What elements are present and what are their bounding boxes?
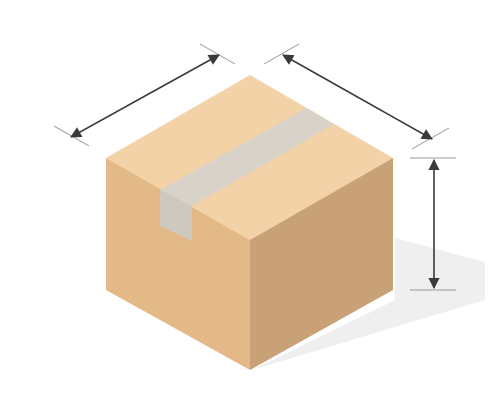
width-extension-line-right [199, 43, 236, 65]
floor-shadow [252, 238, 485, 370]
box-right-face [250, 158, 393, 370]
tape-front-strip [160, 190, 192, 241]
depth-dimension [263, 43, 450, 150]
box-left-face [106, 158, 250, 370]
depth-arrow [282, 54, 433, 140]
depth-extension-line-top [263, 43, 300, 65]
height-dimension [410, 157, 456, 291]
width-arrow [70, 54, 220, 138]
width-dimension [53, 43, 236, 147]
